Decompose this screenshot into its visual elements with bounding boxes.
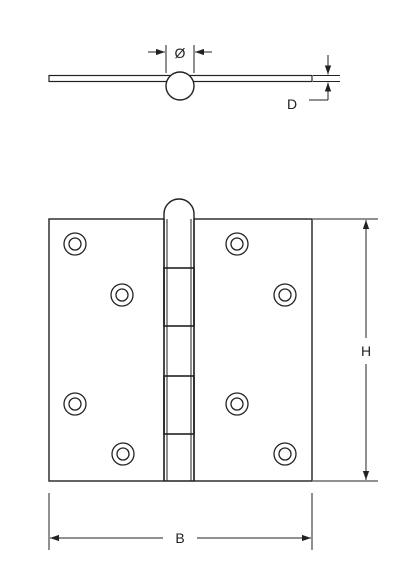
height-label: H <box>361 343 371 359</box>
hinge-leaf-right <box>193 218 313 482</box>
thickness-dimension: D <box>287 55 340 112</box>
knuckle-barrel <box>163 219 195 482</box>
screw-hole <box>225 232 249 256</box>
diameter-dimension: Ø <box>148 45 212 73</box>
screw-hole <box>110 283 134 307</box>
width-dimension: B <box>48 493 313 550</box>
screw-hole <box>273 442 297 466</box>
knuckle-joint <box>163 267 195 327</box>
top-view: Ø D <box>48 45 340 112</box>
width-label: B <box>175 530 184 546</box>
screw-hole <box>63 232 87 256</box>
screw-hole <box>225 392 249 416</box>
screw-hole <box>63 392 87 416</box>
knuckle-top-cap <box>163 198 195 219</box>
front-view <box>48 198 313 482</box>
top-view-knuckle <box>165 71 195 101</box>
screw-hole <box>111 442 135 466</box>
thickness-label: D <box>287 96 297 112</box>
screw-hole <box>273 283 297 307</box>
height-dimension: H <box>313 218 378 482</box>
knuckle-joint <box>163 375 195 435</box>
hinge-leaf-left <box>48 218 165 482</box>
diameter-label: Ø <box>175 45 186 61</box>
